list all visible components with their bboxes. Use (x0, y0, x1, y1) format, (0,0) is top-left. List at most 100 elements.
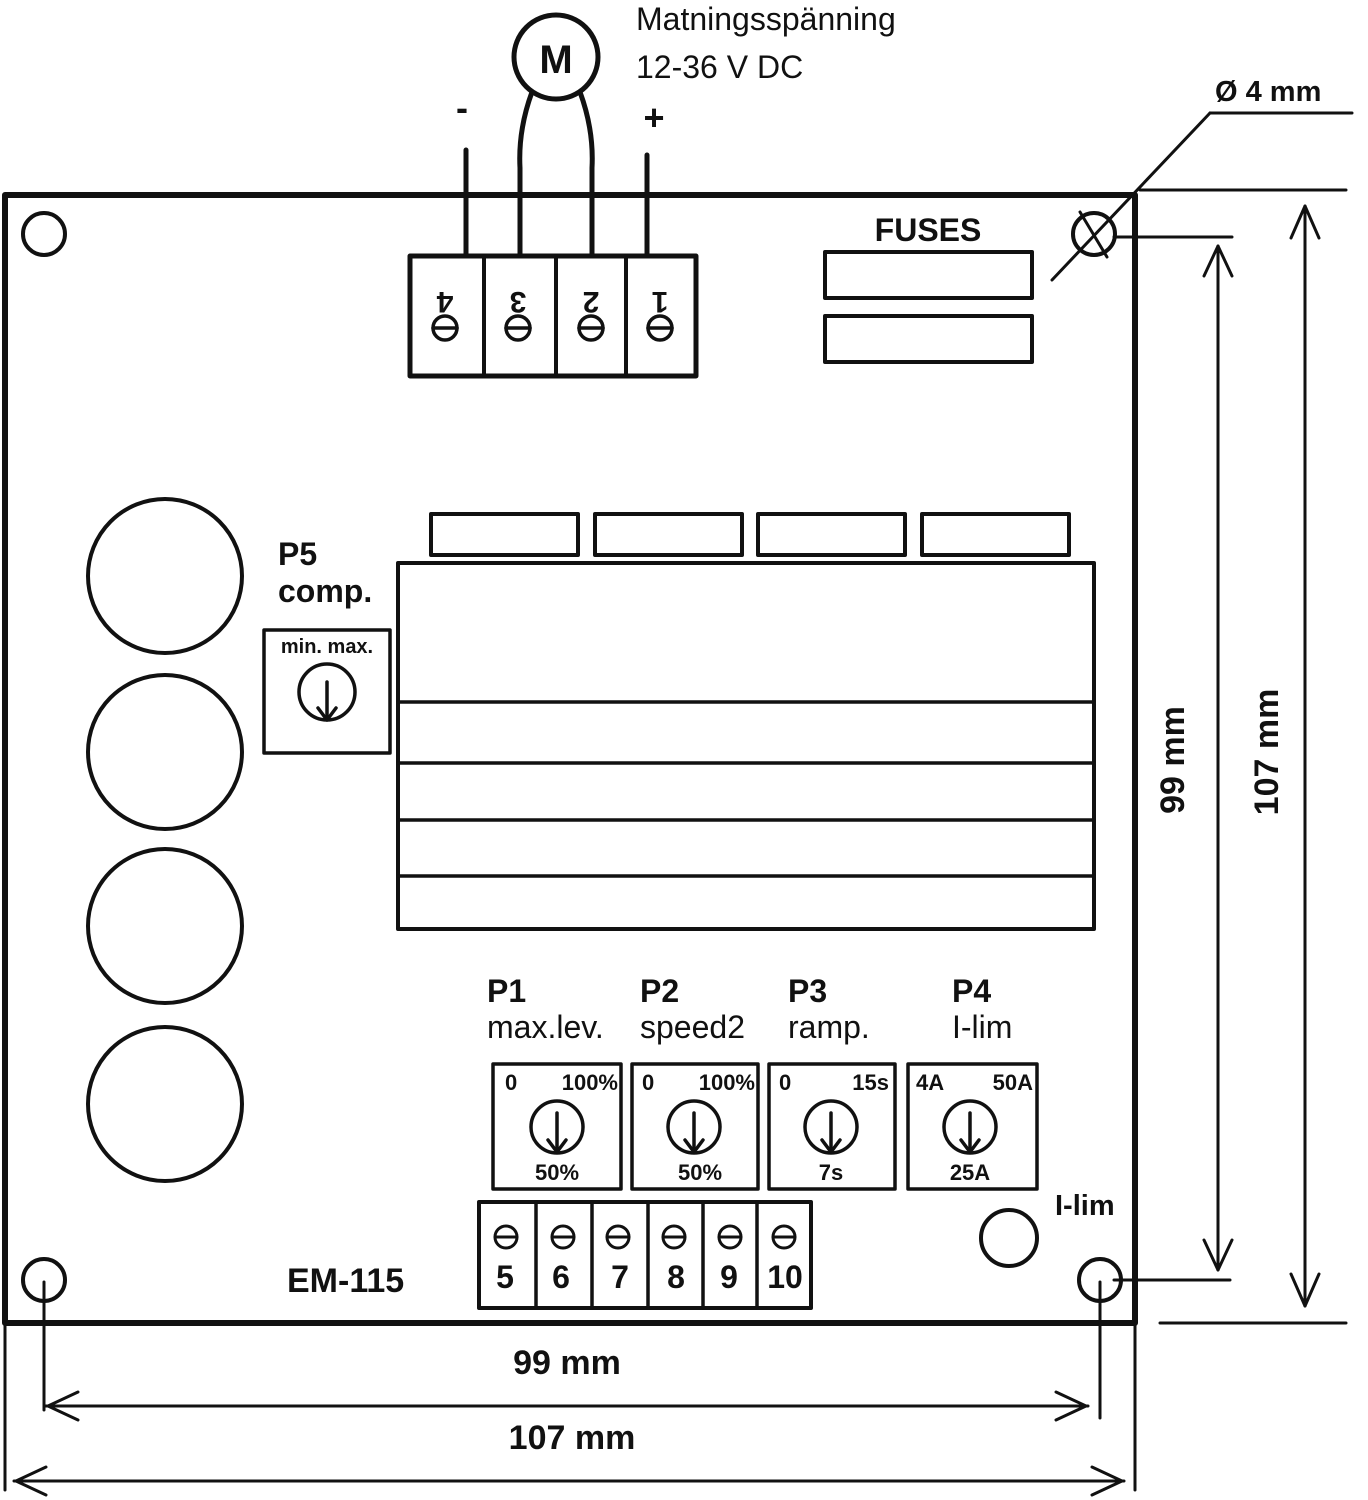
screw-terminal-icon (717, 1224, 743, 1250)
screw-terminal-icon (771, 1224, 797, 1250)
module-tab-3 (756, 512, 907, 557)
dimension-arrow-icon (42, 1390, 1090, 1422)
dimension-arrow-icon (1289, 204, 1321, 1308)
svg-text:9: 9 (720, 1259, 738, 1295)
mounting-hole-top-right (1071, 211, 1117, 257)
svg-text:4: 4 (436, 285, 453, 318)
p5-scale: min. max. (281, 636, 373, 658)
p4-min: 4A (916, 1070, 944, 1095)
p2-name: P2 (640, 973, 679, 1009)
potentiometer-p3: P3 ramp. 0 15s 7s (767, 973, 897, 1191)
potentiometer-p2: P2 speed2 0 100% 50% (630, 973, 760, 1191)
capacitor-2 (86, 673, 244, 831)
i-lim-led (979, 1208, 1039, 1268)
screw-terminal-icon (605, 1224, 631, 1250)
p1-function: max.lev. (487, 1009, 604, 1045)
module-tab-1 (429, 512, 580, 557)
screw-terminal-icon (661, 1224, 687, 1250)
bottom-terminal-9: 9 (717, 1224, 743, 1295)
trimmer-potentiometer-icon (942, 1099, 998, 1155)
p4-name: P4 (952, 973, 991, 1009)
svg-text:10: 10 (767, 1259, 803, 1295)
motor-symbol: M (539, 38, 572, 82)
power-module (396, 512, 1096, 931)
bottom-terminal-block: 5 6 7 8 9 10 (477, 1200, 813, 1310)
svg-text:1: 1 (652, 285, 669, 318)
trimmer-potentiometer-icon (666, 1099, 722, 1155)
supply-label-line2: 12-36 V DC (636, 49, 803, 85)
screw-terminal-icon (577, 314, 605, 342)
bottom-terminal-5: 5 (493, 1224, 519, 1295)
screw-terminal-icon (493, 1224, 519, 1250)
capacitor-4 (86, 1025, 244, 1183)
svg-text:3: 3 (510, 285, 527, 318)
p3-function: ramp. (788, 1009, 870, 1045)
p1-min: 0 (505, 1070, 517, 1095)
top-terminal-3: 3 (504, 285, 532, 342)
p3-mid: 7s (819, 1160, 843, 1185)
heatsink (396, 561, 1096, 931)
dimension-width-holes: 99 mm (513, 1344, 621, 1382)
fuse-1 (823, 250, 1034, 300)
p4-function: I-lim (952, 1009, 1012, 1045)
top-terminal-block: 4 3 2 1 (407, 253, 699, 379)
capacitor-1 (86, 497, 244, 655)
module-tab-4 (920, 512, 1071, 557)
i-lim-led-label: I-lim (1055, 1190, 1115, 1222)
p3-max: 15s (852, 1070, 889, 1095)
board-outline (2, 192, 1138, 1326)
svg-text:2: 2 (583, 285, 600, 318)
p2-mid: 50% (678, 1160, 722, 1185)
bottom-terminal-8: 8 (661, 1224, 687, 1295)
hole-diameter-callout: Ø 4 mm (1050, 76, 1354, 282)
hole-diameter-label: Ø 4 mm (1215, 76, 1321, 108)
p3-name: P3 (788, 973, 827, 1009)
p4-mid: 25A (950, 1160, 990, 1185)
motor-icon: M (511, 12, 601, 102)
top-terminal-4: 4 (431, 285, 459, 342)
p2-function: speed2 (640, 1009, 745, 1045)
screw-terminal-icon (646, 314, 674, 342)
mounting-hole-top-left (21, 211, 67, 257)
bottom-terminal-6: 6 (550, 1224, 576, 1295)
potentiometer-p5: P5 comp. min. max. (262, 536, 392, 755)
capacitors (86, 497, 244, 1183)
dimension-lines: 99 mm 107 mm 99 mm 107 mm (3, 188, 1348, 1497)
svg-text:8: 8 (667, 1259, 685, 1295)
dimension-arrow-icon (12, 1465, 1126, 1497)
p1-max: 100% (562, 1070, 618, 1095)
fuse-2 (823, 314, 1034, 364)
potentiometer-p4: P4 I-lim 4A 50A 25A (906, 973, 1039, 1191)
trimmer-potentiometer-icon (297, 662, 357, 722)
dimension-width-board: 107 mm (509, 1419, 636, 1457)
screw-terminal-icon (550, 1224, 576, 1250)
minus-sign: - (456, 87, 468, 128)
p5-name: P5 (278, 536, 317, 572)
module-tab-2 (593, 512, 744, 557)
plus-sign: + (643, 97, 664, 138)
dimension-height-board: 107 mm (1248, 689, 1286, 816)
top-terminal-1: 1 (646, 285, 674, 342)
p5-function: comp. (278, 573, 372, 609)
p2-min: 0 (642, 1070, 654, 1095)
screw-terminal-icon (431, 314, 459, 342)
svg-text:7: 7 (611, 1259, 629, 1295)
model-label: EM-115 (287, 1262, 404, 1300)
potentiometer-p1: P1 max.lev. 0 100% 50% (487, 973, 623, 1191)
trimmer-potentiometer-icon (803, 1099, 859, 1155)
bottom-terminal-10: 10 (767, 1224, 803, 1295)
p2-max: 100% (699, 1070, 755, 1095)
fuses: FUSES (823, 212, 1034, 364)
svg-text:6: 6 (552, 1259, 570, 1295)
svg-text:5: 5 (496, 1259, 514, 1295)
dimension-arrow-icon (1202, 244, 1234, 1272)
fuses-label: FUSES (875, 212, 982, 248)
p4-max: 50A (993, 1070, 1033, 1095)
trimmer-potentiometer-icon (529, 1099, 585, 1155)
supply-section: Matningsspänning 12-36 V DC M - + (456, 1, 896, 259)
bottom-terminal-7: 7 (605, 1224, 631, 1295)
top-terminal-2: 2 (577, 285, 605, 342)
screw-terminal-icon (504, 314, 532, 342)
p3-min: 0 (779, 1070, 791, 1095)
